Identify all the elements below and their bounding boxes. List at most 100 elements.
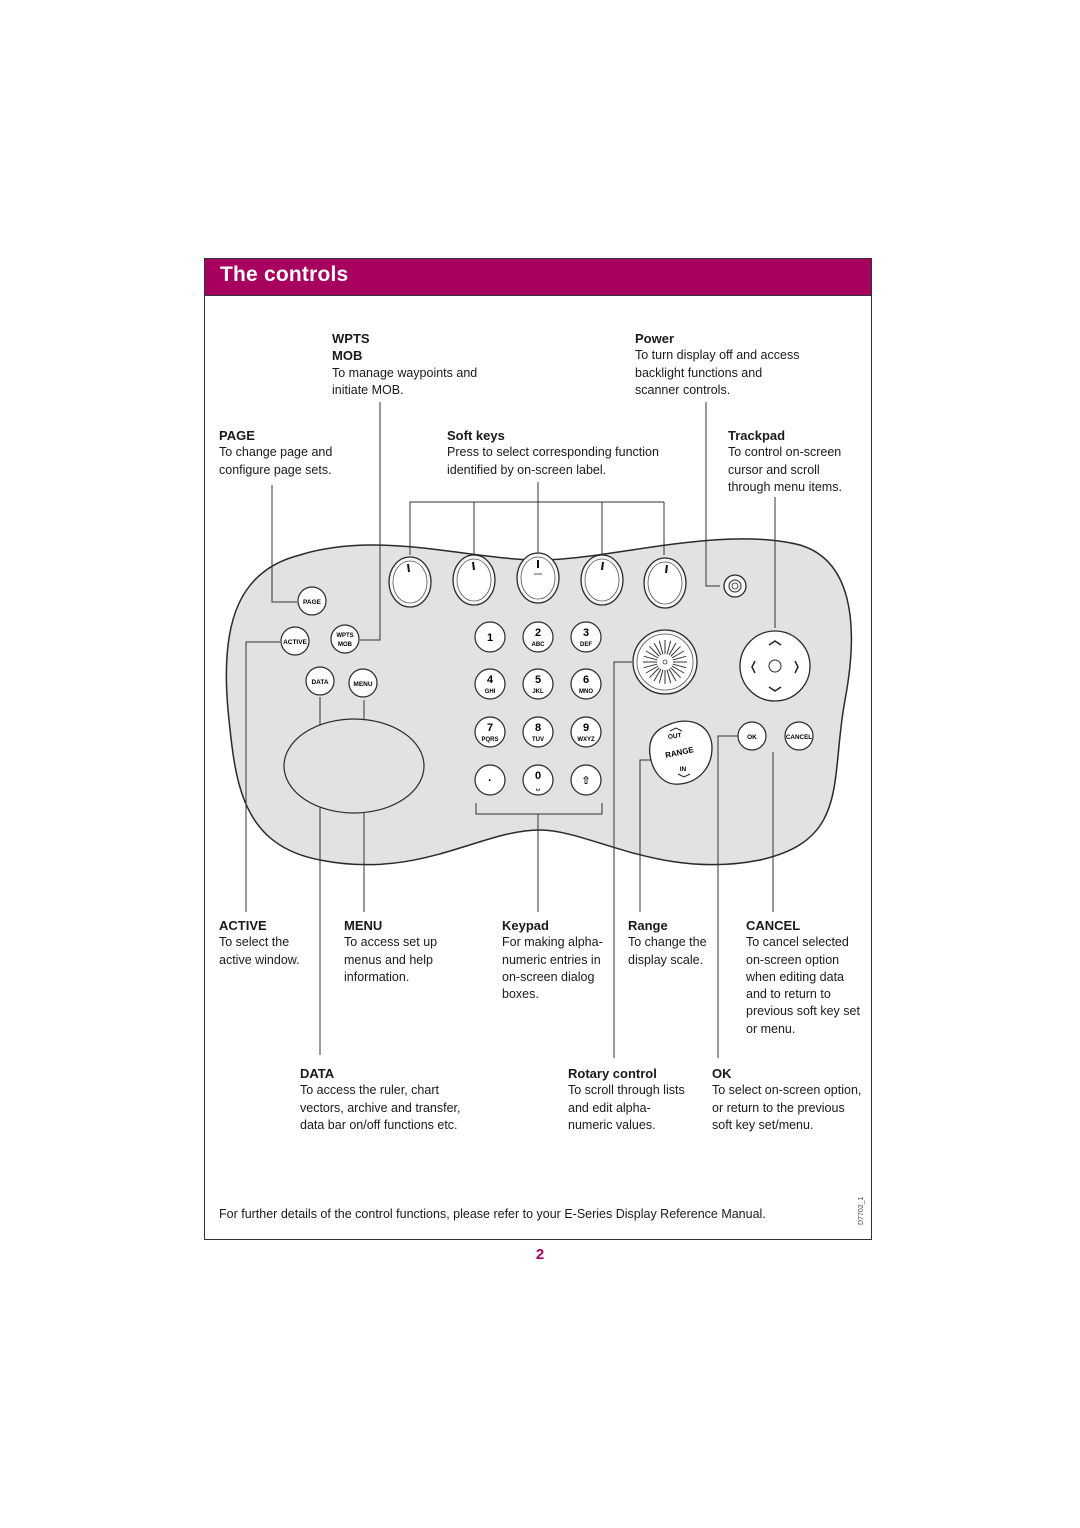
data-button[interactable]: DATA bbox=[305, 666, 335, 696]
chevron-down-icon bbox=[677, 773, 691, 778]
active-button-label: ACTIVE bbox=[283, 639, 308, 646]
range-desc-1: To change the bbox=[628, 935, 707, 950]
ok-desc-1: To select on-screen option, bbox=[712, 1083, 862, 1098]
keypad-key-number: 8 bbox=[535, 722, 541, 734]
soft-keys-desc-1: Press to select corresponding function bbox=[447, 445, 659, 460]
soft-key-5[interactable] bbox=[643, 557, 687, 609]
keypad-key-number: 7 bbox=[487, 722, 493, 734]
range-rocker[interactable]: OUT RANGE IN bbox=[648, 720, 713, 785]
wpts-label: WPTS bbox=[336, 633, 353, 639]
keypad-key-number: 6 bbox=[583, 674, 589, 686]
soft-keys-title: Soft keys bbox=[447, 428, 505, 443]
keypad-key-letters: JKL bbox=[532, 689, 544, 695]
soft-key-4[interactable] bbox=[580, 554, 624, 606]
keypad-key-letters: GHI bbox=[485, 689, 496, 695]
ok-title: OK bbox=[712, 1066, 732, 1081]
cancel-desc-1: To cancel selected bbox=[746, 935, 849, 950]
range-in-label: IN bbox=[680, 766, 687, 773]
cancel-desc-6: or menu. bbox=[746, 1021, 796, 1036]
wpts-mob-button[interactable]: WPTS MOB bbox=[330, 624, 360, 654]
figure-id: D7702_1 bbox=[858, 1196, 865, 1225]
cancel-callout: CANCEL To cancel selected on-screen opti… bbox=[746, 917, 860, 1038]
active-desc-1: To select the bbox=[219, 935, 290, 950]
chevron-up-icon bbox=[669, 727, 683, 732]
trackpad-desc-1: To control on-screen bbox=[728, 445, 842, 460]
keypad-key-letters: ␣ bbox=[536, 785, 540, 791]
menu-desc-2: menus and help bbox=[344, 952, 433, 967]
trackpad[interactable] bbox=[739, 630, 811, 702]
section-header: The controls bbox=[205, 259, 871, 296]
active-title: ACTIVE bbox=[219, 918, 267, 933]
cancel-desc-4: and to return to bbox=[746, 987, 831, 1002]
power-button[interactable] bbox=[723, 574, 747, 598]
wpts-mob-desc-2: initiate MOB. bbox=[332, 382, 404, 397]
data-desc-1: To access the ruler, chart bbox=[300, 1083, 439, 1098]
rotary-control[interactable] bbox=[632, 629, 698, 695]
trackpad-callout: Trackpad To control on-screen cursor and… bbox=[728, 427, 842, 496]
trackpad-title: Trackpad bbox=[728, 428, 786, 443]
keypad-callout: Keypad For making alpha- numeric entries… bbox=[502, 917, 603, 1003]
keypad-title: Keypad bbox=[502, 918, 549, 933]
cancel-desc-2: on-screen option bbox=[746, 952, 840, 967]
cancel-button-label: CANCEL bbox=[786, 734, 812, 741]
active-callout: ACTIVE To select the active window. bbox=[219, 917, 300, 969]
active-desc-2: active window. bbox=[219, 952, 300, 967]
reference-note: For further details of the control funct… bbox=[219, 1207, 766, 1221]
menu-button-label: MENU bbox=[353, 681, 372, 688]
rotary-desc-2: and edit alpha- bbox=[568, 1100, 651, 1115]
power-callout: Power To turn display off and access bac… bbox=[635, 330, 799, 399]
data-callout: DATA To access the ruler, chart vectors,… bbox=[300, 1065, 461, 1134]
wpts-title: WPTS bbox=[332, 331, 370, 346]
keypad-key-letters: TUV bbox=[532, 737, 544, 743]
ok-button-label: OK bbox=[747, 734, 757, 741]
range-callout: Range To change the display scale. bbox=[628, 917, 707, 969]
rotary-desc-3: numeric values. bbox=[568, 1117, 656, 1132]
menu-callout: MENU To access set up menus and help inf… bbox=[344, 917, 437, 986]
keypad-key-0[interactable]: 1 bbox=[474, 621, 506, 653]
keypad-key-letters: PQRS bbox=[481, 737, 498, 743]
down-arrow-icon bbox=[768, 686, 782, 692]
keypad-key-letters: ABC bbox=[532, 642, 546, 648]
soft-keys bbox=[388, 552, 687, 609]
right-arrow-icon bbox=[794, 660, 799, 674]
rotary-desc-1: To scroll through lists bbox=[568, 1083, 685, 1098]
keypad-key-9[interactable]: · bbox=[474, 764, 506, 796]
active-button[interactable]: ACTIVE bbox=[280, 626, 310, 656]
data-title: DATA bbox=[300, 1066, 335, 1081]
keypad-key-10[interactable]: 0␣ bbox=[522, 764, 554, 796]
soft-key-1[interactable] bbox=[388, 556, 432, 608]
controls-panel: The controls bbox=[204, 258, 872, 1240]
keypad-key-11[interactable]: ⇧ bbox=[570, 764, 602, 796]
menu-button[interactable]: MENU bbox=[348, 668, 378, 698]
ok-desc-3: soft key set/menu. bbox=[712, 1117, 814, 1132]
rotary-title: Rotary control bbox=[568, 1066, 657, 1081]
soft-key-3[interactable] bbox=[516, 552, 560, 604]
wpts-mob-callout: WPTS MOB To manage waypoints and initiat… bbox=[332, 330, 477, 399]
page-button[interactable]: PAGE bbox=[297, 586, 327, 616]
keypad-key-number: 2 bbox=[535, 627, 541, 639]
cancel-button[interactable]: CANCEL bbox=[784, 721, 814, 751]
keypad-key-letters: DEF bbox=[580, 642, 592, 648]
keypad-desc-1: For making alpha- bbox=[502, 935, 603, 950]
power-desc-3: scanner controls. bbox=[635, 382, 731, 397]
keypad-desc-2: numeric entries in bbox=[502, 952, 601, 967]
ok-button[interactable]: OK bbox=[737, 721, 767, 751]
trackpad-desc-3: through menu items. bbox=[728, 479, 842, 494]
range-desc-2: display scale. bbox=[628, 952, 704, 967]
power-desc-1: To turn display off and access bbox=[635, 348, 800, 363]
up-arrow-icon bbox=[768, 640, 782, 646]
cancel-title: CANCEL bbox=[746, 918, 801, 933]
soft-keys-callout: Soft keys Press to select corresponding … bbox=[447, 427, 659, 479]
range-title: Range bbox=[628, 918, 668, 933]
keypad-key-number: 5 bbox=[535, 674, 541, 686]
soft-key-2[interactable] bbox=[452, 554, 496, 606]
ok-desc-2: or return to the previous bbox=[712, 1100, 845, 1115]
